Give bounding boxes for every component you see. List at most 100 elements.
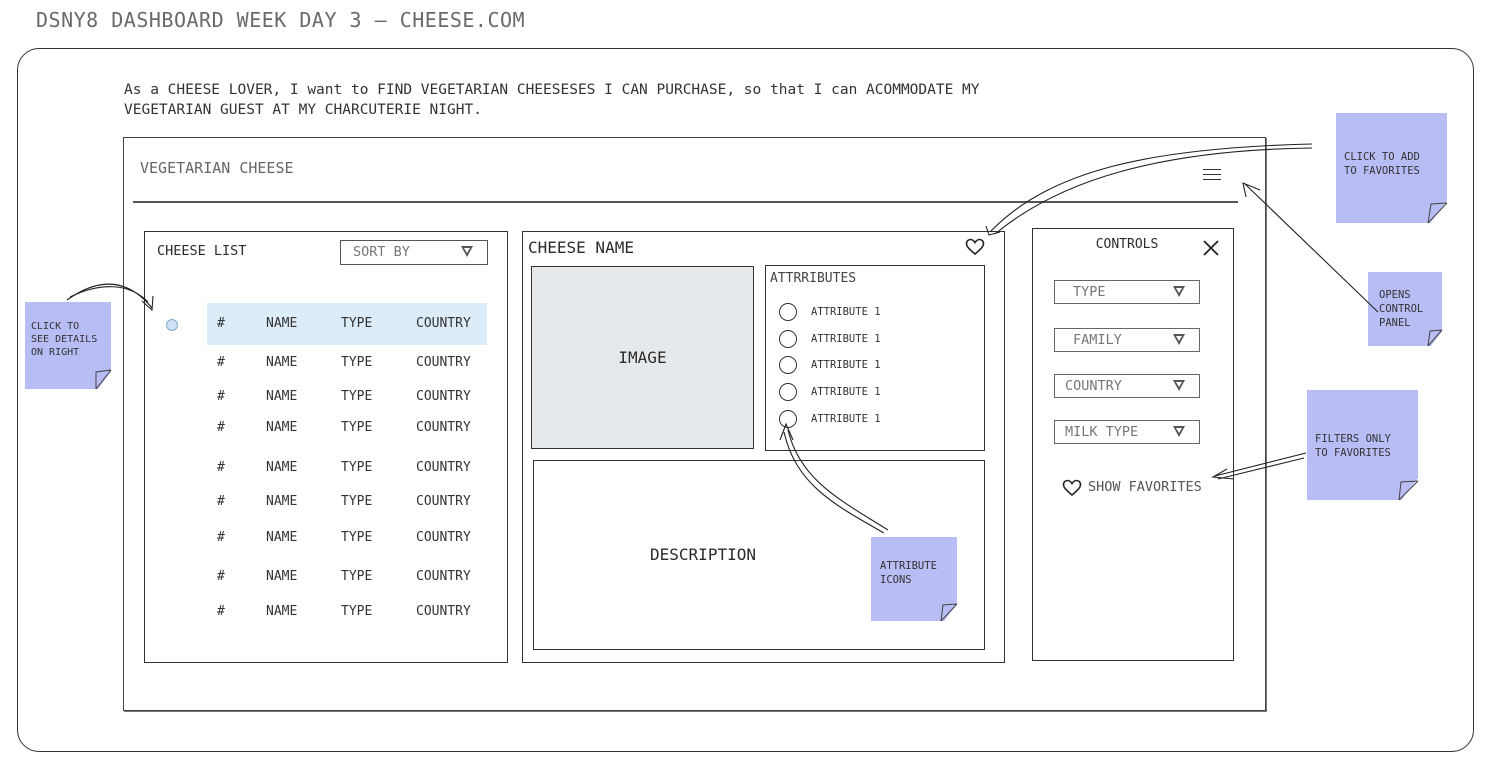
arrow-to-attribute-icons [787, 429, 889, 531]
attribute-label: ATTRIBUTE 1 [811, 359, 881, 371]
cheese-row[interactable]: # NAME TYPE COUNTRY [207, 556, 487, 598]
row-name: NAME [266, 494, 298, 509]
show-favorites-heart-icon[interactable] [1062, 479, 1082, 497]
show-favorites-toggle[interactable]: SHOW FAVORITES [1088, 479, 1202, 495]
hamburger-menu-icon[interactable] [1203, 165, 1221, 181]
country-filter-label: COUNTRY [1065, 378, 1122, 394]
arrow-to-hamburger [1244, 183, 1379, 313]
chevron-down-icon [1173, 334, 1185, 345]
controls-panel [1032, 228, 1234, 661]
row-type: TYPE [341, 569, 373, 584]
row-country: COUNTRY [416, 389, 471, 404]
row-country: COUNTRY [416, 530, 471, 545]
arrow-to-show-favorites [1214, 452, 1307, 477]
row-number: # [217, 569, 225, 584]
row-number: # [217, 316, 225, 331]
chevron-down-icon [1173, 380, 1185, 391]
attribute-label: ATTRIBUTE 1 [811, 306, 881, 318]
attribute-label: ATTRIBUTE 1 [811, 333, 881, 345]
chevron-down-icon [461, 246, 473, 257]
cheese-row[interactable]: # NAME TYPE COUNTRY [207, 376, 487, 418]
row-name: NAME [266, 355, 298, 370]
family-filter-dropdown[interactable]: FAMILY [1054, 328, 1200, 352]
milk-type-filter-label: MILK TYPE [1065, 424, 1139, 440]
row-country: COUNTRY [416, 460, 471, 475]
row-number: # [217, 460, 225, 475]
attribute-circle-icon [779, 303, 797, 321]
attribute-label: ATTRIBUTE 1 [811, 413, 881, 425]
chevron-down-icon [1173, 426, 1185, 437]
row-type: TYPE [341, 355, 373, 370]
sort-by-label: SORT BY [353, 244, 410, 260]
row-number: # [217, 355, 225, 370]
sort-by-dropdown[interactable]: SORT BY [340, 240, 488, 265]
sticky-note-control-panel: OPENS CONTROL PANEL [1368, 272, 1442, 346]
cheese-row[interactable]: # NAME TYPE COUNTRY [207, 407, 487, 449]
row-number: # [217, 530, 225, 545]
row-type: TYPE [341, 420, 373, 435]
row-name: NAME [266, 389, 298, 404]
row-type: TYPE [341, 389, 373, 404]
chevron-down-icon [1173, 286, 1185, 297]
close-icon[interactable] [1202, 239, 1220, 257]
row-name: NAME [266, 604, 298, 619]
attributes-box [765, 265, 985, 451]
row-number: # [217, 420, 225, 435]
row-type: TYPE [341, 530, 373, 545]
description-box [533, 460, 985, 650]
country-filter-dropdown[interactable]: COUNTRY [1054, 374, 1200, 398]
row-name: NAME [266, 420, 298, 435]
family-filter-label: FAMILY [1073, 332, 1122, 348]
cheese-row[interactable]: # NAME TYPE COUNTRY [207, 591, 487, 633]
board-frame [17, 48, 1474, 752]
favorite-heart-icon[interactable] [965, 238, 985, 256]
row-number: # [217, 604, 225, 619]
row-name: NAME [266, 460, 298, 475]
attribute-circle-icon [779, 383, 797, 401]
attribute-circle-icon [779, 356, 797, 374]
attributes-title: ATTRRIBUTES [770, 271, 857, 286]
attribute-label: ATTRIBUTE 1 [811, 386, 881, 398]
sticky-note-filters: FILTERS ONLY TO FAVORITES [1307, 390, 1418, 500]
row-country: COUNTRY [416, 420, 471, 435]
cheese-list-title: CHEESE LIST [157, 243, 247, 259]
row-country: COUNTRY [416, 316, 471, 331]
row-type: TYPE [341, 604, 373, 619]
selection-indicator-icon [166, 319, 178, 331]
arrow-to-heart [989, 143, 1313, 233]
cheese-row[interactable]: # NAME TYPE COUNTRY [207, 481, 487, 523]
app-window [123, 137, 1266, 711]
row-type: TYPE [341, 494, 373, 509]
cheese-row[interactable]: # NAME TYPE COUNTRY [207, 517, 487, 559]
app-title: VEGETARIAN CHEESE [140, 159, 294, 177]
row-name: NAME [266, 569, 298, 584]
row-name: NAME [266, 316, 298, 331]
header-divider [133, 201, 1238, 203]
row-number: # [217, 389, 225, 404]
row-type: TYPE [341, 460, 373, 475]
user-story: As a CHEESE LOVER, I want to FIND VEGETA… [124, 82, 980, 118]
sticky-note-favorites: CLICK TO ADD TO FAVORITES [1336, 113, 1447, 223]
controls-title: CONTROLS [1095, 237, 1159, 252]
arrow-to-list-row [66, 283, 153, 309]
cheese-row[interactable]: # NAME TYPE COUNTRY [207, 447, 487, 489]
cheese-image-placeholder [531, 266, 754, 449]
row-country: COUNTRY [416, 355, 471, 370]
sticky-note-details: CLICK TO SEE DETAILS ON RIGHT [25, 302, 111, 389]
image-label: IMAGE [618, 348, 667, 367]
description-label: DESCRIPTION [650, 545, 756, 564]
attribute-circle-icon [779, 330, 797, 348]
row-country: COUNTRY [416, 494, 471, 509]
cheese-row[interactable]: # NAME TYPE COUNTRY [207, 342, 487, 384]
row-country: COUNTRY [416, 604, 471, 619]
cheese-row[interactable]: # NAME TYPE COUNTRY [207, 303, 487, 345]
row-name: NAME [266, 530, 298, 545]
cheese-name: CHEESE NAME [528, 238, 634, 257]
row-number: # [217, 494, 225, 509]
type-filter-label: TYPE [1073, 284, 1106, 300]
milk-type-filter-dropdown[interactable]: MILK TYPE [1054, 420, 1200, 444]
page-title: DSNY8 DASHBOARD WEEK DAY 3 – CHEESE.COM [36, 8, 526, 32]
type-filter-dropdown[interactable]: TYPE [1054, 280, 1200, 304]
row-country: COUNTRY [416, 569, 471, 584]
